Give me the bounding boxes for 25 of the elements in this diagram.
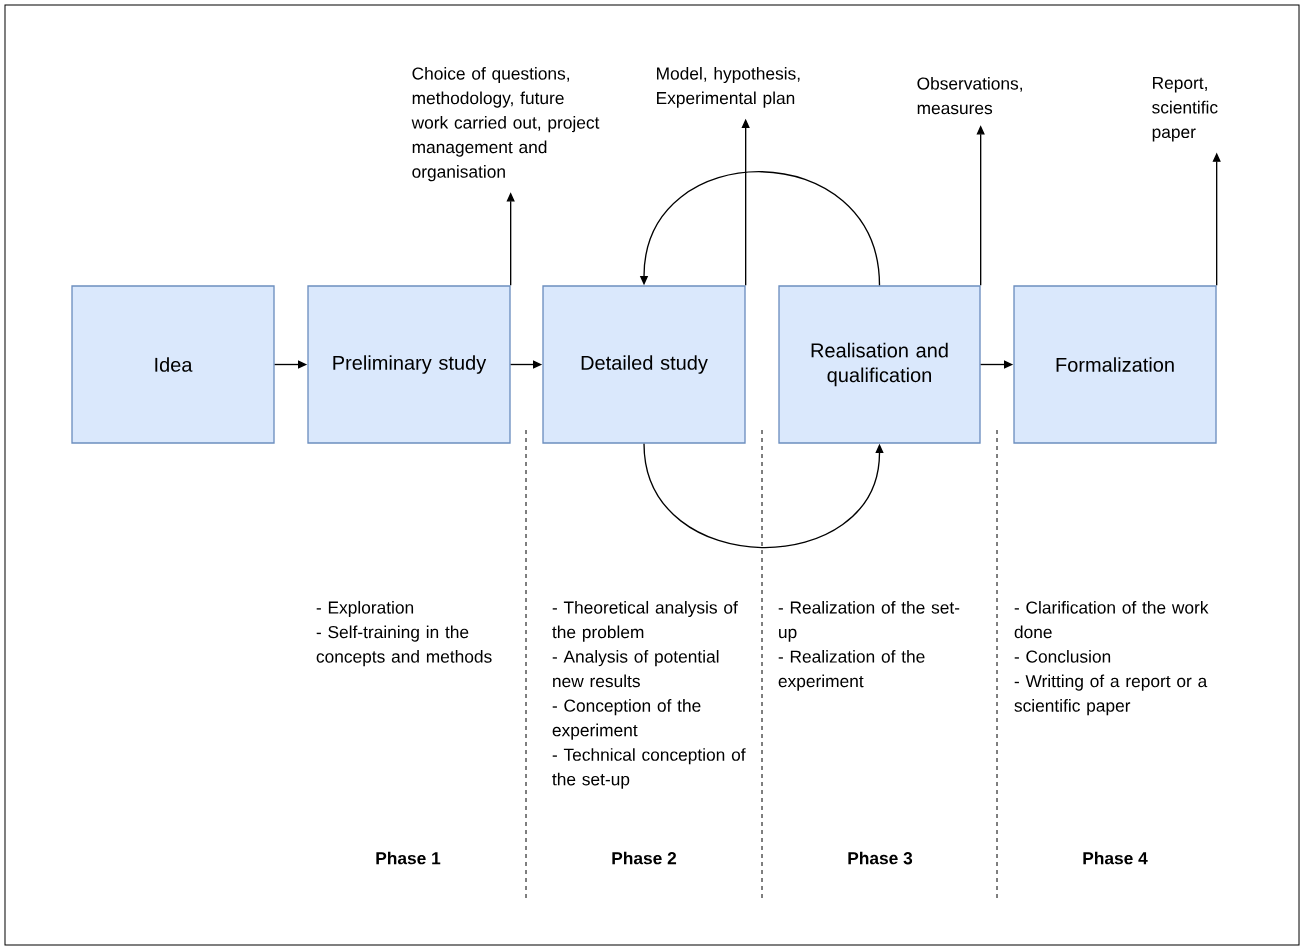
output-text: Choice of questions, methodology, future work carried out, project management and organisation xyxy=(411,66,600,182)
arrow xyxy=(643,443,884,549)
phase-label: Phase 4 xyxy=(1083,851,1148,865)
output-text: Observations, measures xyxy=(917,76,1022,115)
output-text: Report, scientific paper xyxy=(1152,76,1218,142)
list-item: - Theoretical analysis of the problem xyxy=(552,600,738,642)
process-box: Realisation and qualification xyxy=(778,285,981,444)
process-box: Idea xyxy=(71,285,275,444)
list-item: - Clarification of the work done xyxy=(1014,600,1209,639)
phase-label: Phase 1 xyxy=(376,851,441,865)
list-item: - Conclusion xyxy=(1014,650,1111,663)
process-box: Preliminary study xyxy=(307,285,511,444)
output-text: Model, hypothesis, Experimental plan xyxy=(657,66,800,108)
process-box: Formalization xyxy=(1013,285,1217,444)
list-item: - Realization of the set-up xyxy=(778,600,960,642)
list-item: - Conception of the experiment xyxy=(552,699,701,740)
list-item: - Writting of a report or a scientific paper xyxy=(1014,674,1208,716)
list-item: - Technical conception of the set-up xyxy=(552,748,746,789)
process-box: Detailed study xyxy=(542,285,746,444)
list-item: - Realization of the experiment xyxy=(778,650,925,691)
list-item: - Exploration xyxy=(316,600,414,618)
list-item: - Analysis of potential new results xyxy=(552,650,719,688)
phase-label: Phase 3 xyxy=(848,851,913,865)
phase-label: Phase 2 xyxy=(612,851,677,865)
list-item: - Self-training in the concepts and methods xyxy=(316,625,492,667)
